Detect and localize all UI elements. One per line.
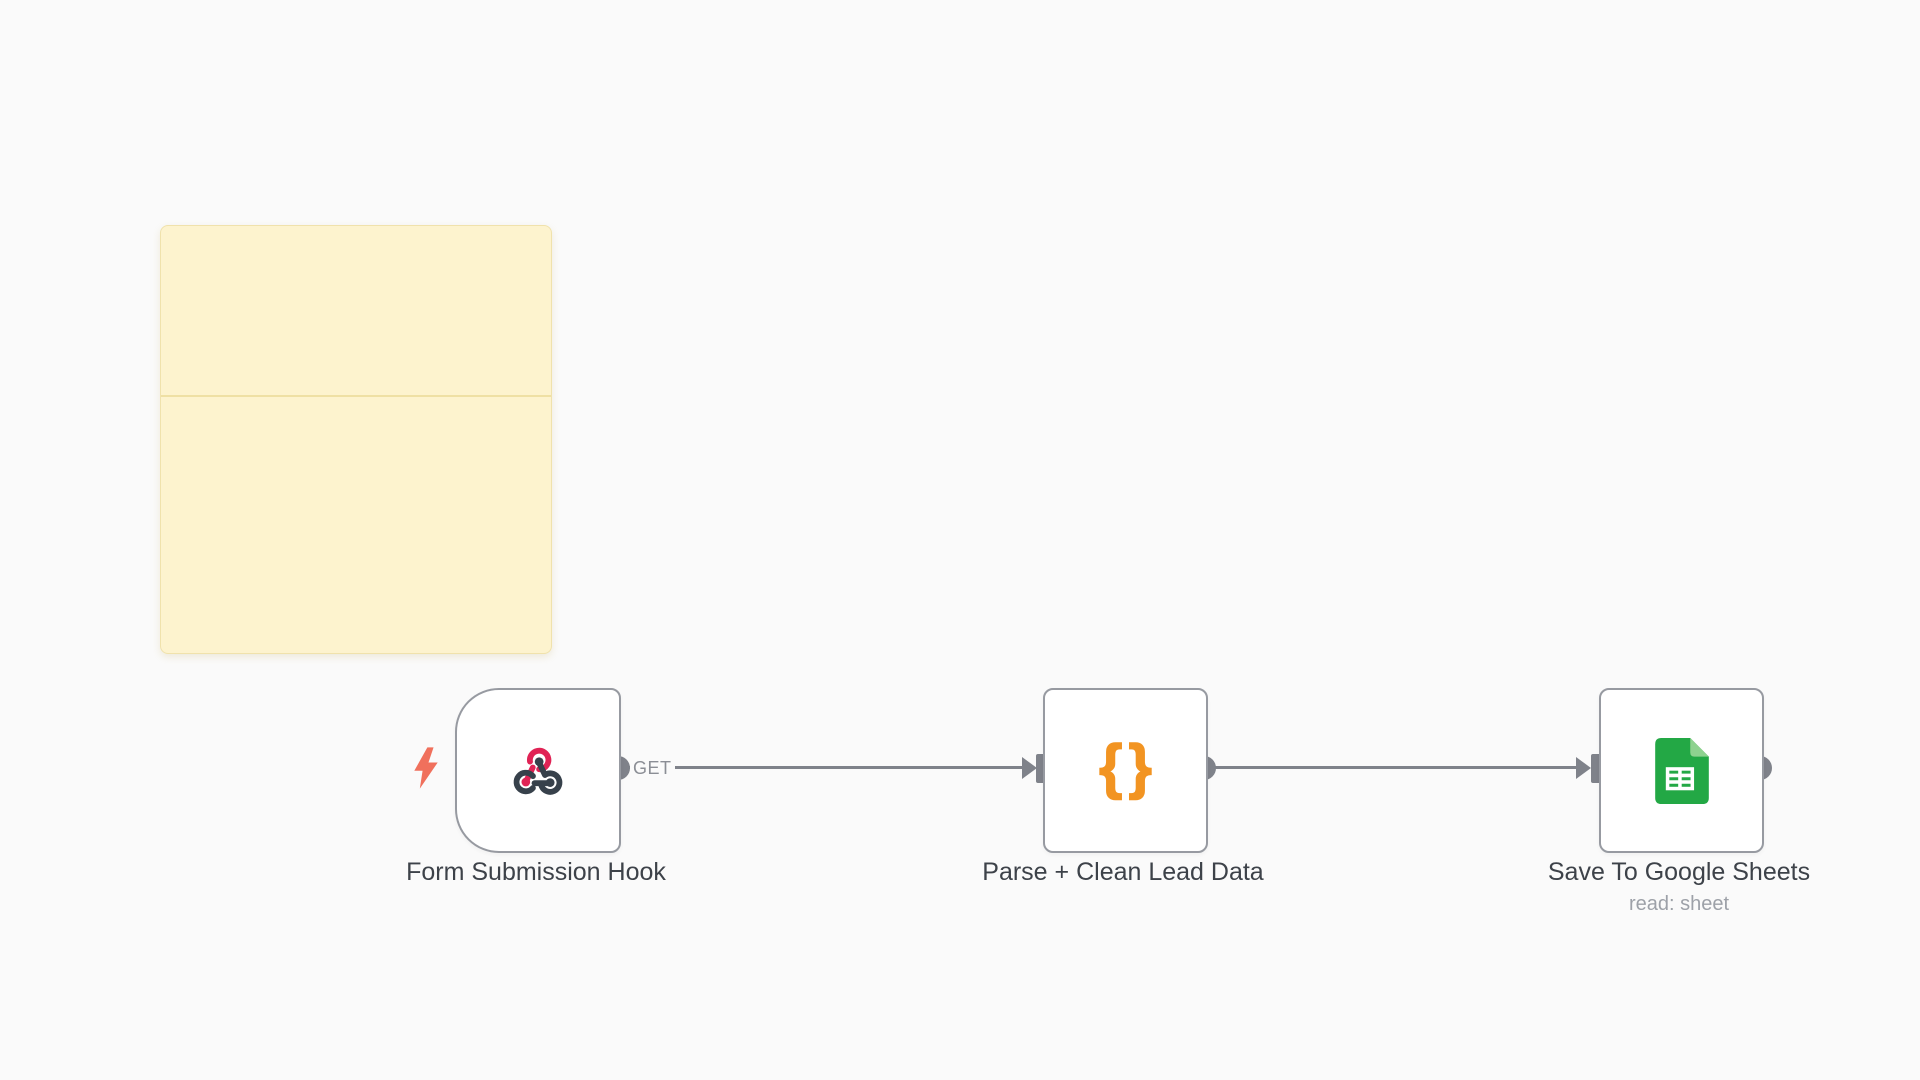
sheets-node-input-endpoint[interactable] [1591,754,1602,783]
node-parse-clean-lead-data[interactable]: {} [1043,688,1208,853]
connection-method-label: GET [630,758,675,779]
node-label-parse-clean-lead-data[interactable]: Parse + Clean Lead Data [982,858,1264,886]
sticky-note-bottom-section [161,397,551,651]
webhook-icon [513,747,563,795]
code-braces-icon: {} [1098,732,1152,800]
connection-webhook-to-code[interactable] [618,766,1028,769]
google-sheets-icon [1654,737,1709,804]
node-label-form-submission-hook[interactable]: Form Submission Hook [406,858,666,886]
sticky-note[interactable] [160,225,552,654]
connection-arrowhead-icon [1576,757,1591,779]
node-sublabel-read-sheet: read: sheet [1628,893,1730,915]
code-node-input-endpoint[interactable] [1036,754,1047,783]
node-save-to-google-sheets[interactable] [1599,688,1764,853]
node-label-save-to-google-sheets[interactable]: Save To Google Sheets [1547,858,1811,886]
connection-arrowhead-icon [1022,757,1037,779]
sticky-note-top-section [161,226,551,397]
connection-code-to-sheets[interactable] [1204,766,1580,769]
node-form-submission-hook[interactable] [455,688,621,853]
trigger-bolt-icon [414,747,438,789]
